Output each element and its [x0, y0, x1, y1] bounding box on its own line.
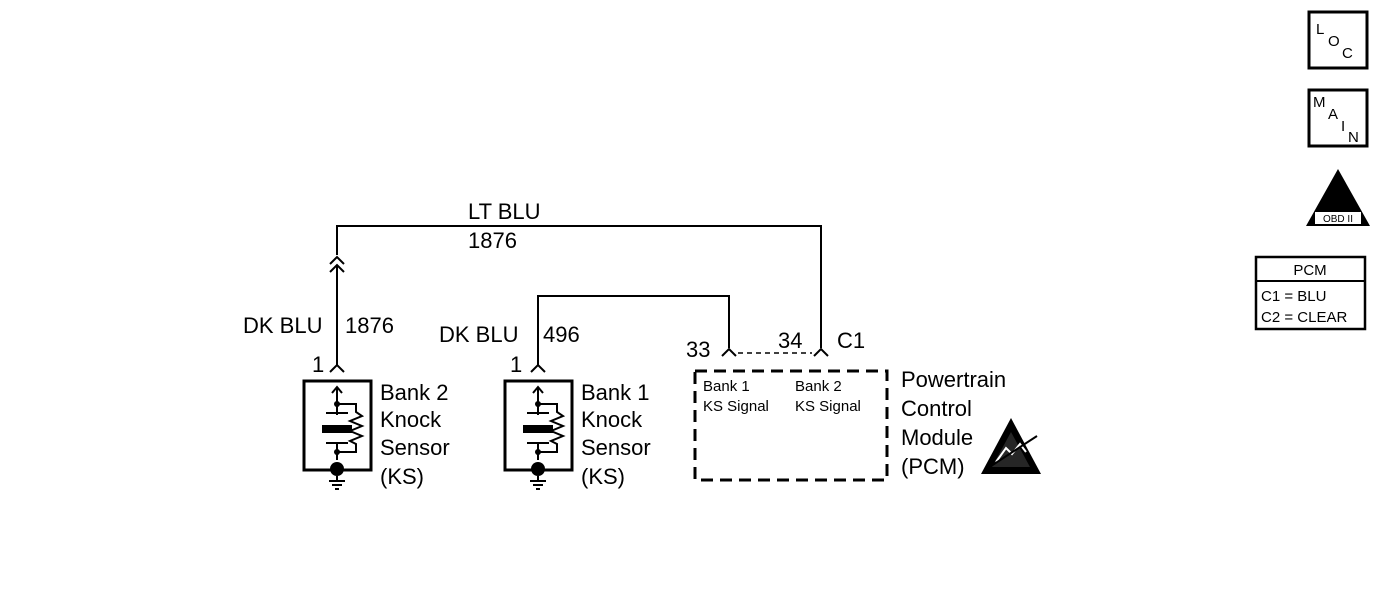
- bank2-knock-sensor: Bank 2 Knock Sensor (KS): [302, 379, 450, 490]
- pcm-bank1-signal-line1: Bank 1: [703, 378, 750, 395]
- bank2-pin-label: 1: [312, 352, 324, 377]
- bank2-sensor-line2: Knock: [380, 407, 442, 432]
- bank2-wire-circuit-label: 1876: [345, 313, 394, 338]
- bank1-pin-label: 1: [510, 352, 522, 377]
- legend-row-c2: C2 = CLEAR: [1261, 309, 1347, 326]
- pcm-connector-legend: PCM C1 = BLU C2 = CLEAR: [1254, 255, 1367, 331]
- lt-blu-wire: LT BLU 1876: [336, 199, 822, 348]
- legend-title: PCM: [1293, 262, 1326, 279]
- pcm-connector-label: C1: [837, 328, 865, 353]
- main-letter-m: M: [1313, 94, 1326, 111]
- bank2-wire: DK BLU 1876 1: [243, 265, 394, 377]
- bank2-sensor-line4: (KS): [380, 464, 424, 489]
- bank1-wire-color-label: DK BLU: [439, 322, 518, 347]
- main-letter-n: N: [1348, 129, 1359, 146]
- loc-button[interactable]: L O C: [1307, 10, 1369, 70]
- obd-numeral: II: [1330, 191, 1346, 213]
- esd-warning-icon: [981, 418, 1041, 474]
- bank1-sensor-line4: (KS): [581, 464, 625, 489]
- bank2-sensor-line3: Sensor: [380, 435, 450, 460]
- pcm-connector-c1: 33 34 C1: [686, 328, 865, 362]
- pcm-bank1-signal-line2: KS Signal: [703, 398, 769, 415]
- obd-caption: OBD II: [1323, 214, 1353, 225]
- pcm-module: Bank 1 KS Signal Bank 2 KS Signal Powert…: [693, 367, 1006, 482]
- pcm-bank2-signal-line1: Bank 2: [795, 378, 842, 395]
- obd-ii-button[interactable]: II OBD II: [1306, 169, 1370, 226]
- loc-letter-o: O: [1328, 33, 1340, 50]
- bank1-sensor-symbol: [523, 385, 566, 490]
- bank2-sensor-symbol: [322, 385, 365, 490]
- bank1-sensor-line3: Sensor: [581, 435, 651, 460]
- bank2-wire-color-label: DK BLU: [243, 313, 322, 338]
- top-wire-circuit-label: 1876: [468, 228, 517, 253]
- bank1-sensor-line2: Knock: [581, 407, 643, 432]
- loc-letter-l: L: [1316, 21, 1324, 38]
- top-wire-color-label: LT BLU: [468, 199, 541, 224]
- pcm-pin-33-label: 33: [686, 337, 710, 362]
- pcm-name-line2: Control: [901, 396, 972, 421]
- bank2-sensor-line1: Bank 2: [380, 380, 449, 405]
- bank1-wire-circuit-label: 496: [543, 322, 580, 347]
- pcm-name-line3: Module: [901, 425, 973, 450]
- bank1-knock-sensor: Bank 1 Knock Sensor (KS): [503, 379, 651, 490]
- main-button[interactable]: M A I N: [1307, 88, 1369, 148]
- loc-letter-c: C: [1342, 45, 1353, 62]
- main-letter-a: A: [1328, 106, 1338, 123]
- pcm-pin-34-label: 34: [778, 328, 802, 353]
- pcm-name-line4: (PCM): [901, 454, 965, 479]
- main-letter-i: I: [1341, 118, 1345, 135]
- legend-row-c1: C1 = BLU: [1261, 288, 1326, 305]
- pcm-name-line1: Powertrain: [901, 367, 1006, 392]
- pcm-bank2-signal-line2: KS Signal: [795, 398, 861, 415]
- bank1-sensor-line1: Bank 1: [581, 380, 650, 405]
- bank1-wire: DK BLU 496 1: [439, 295, 730, 377]
